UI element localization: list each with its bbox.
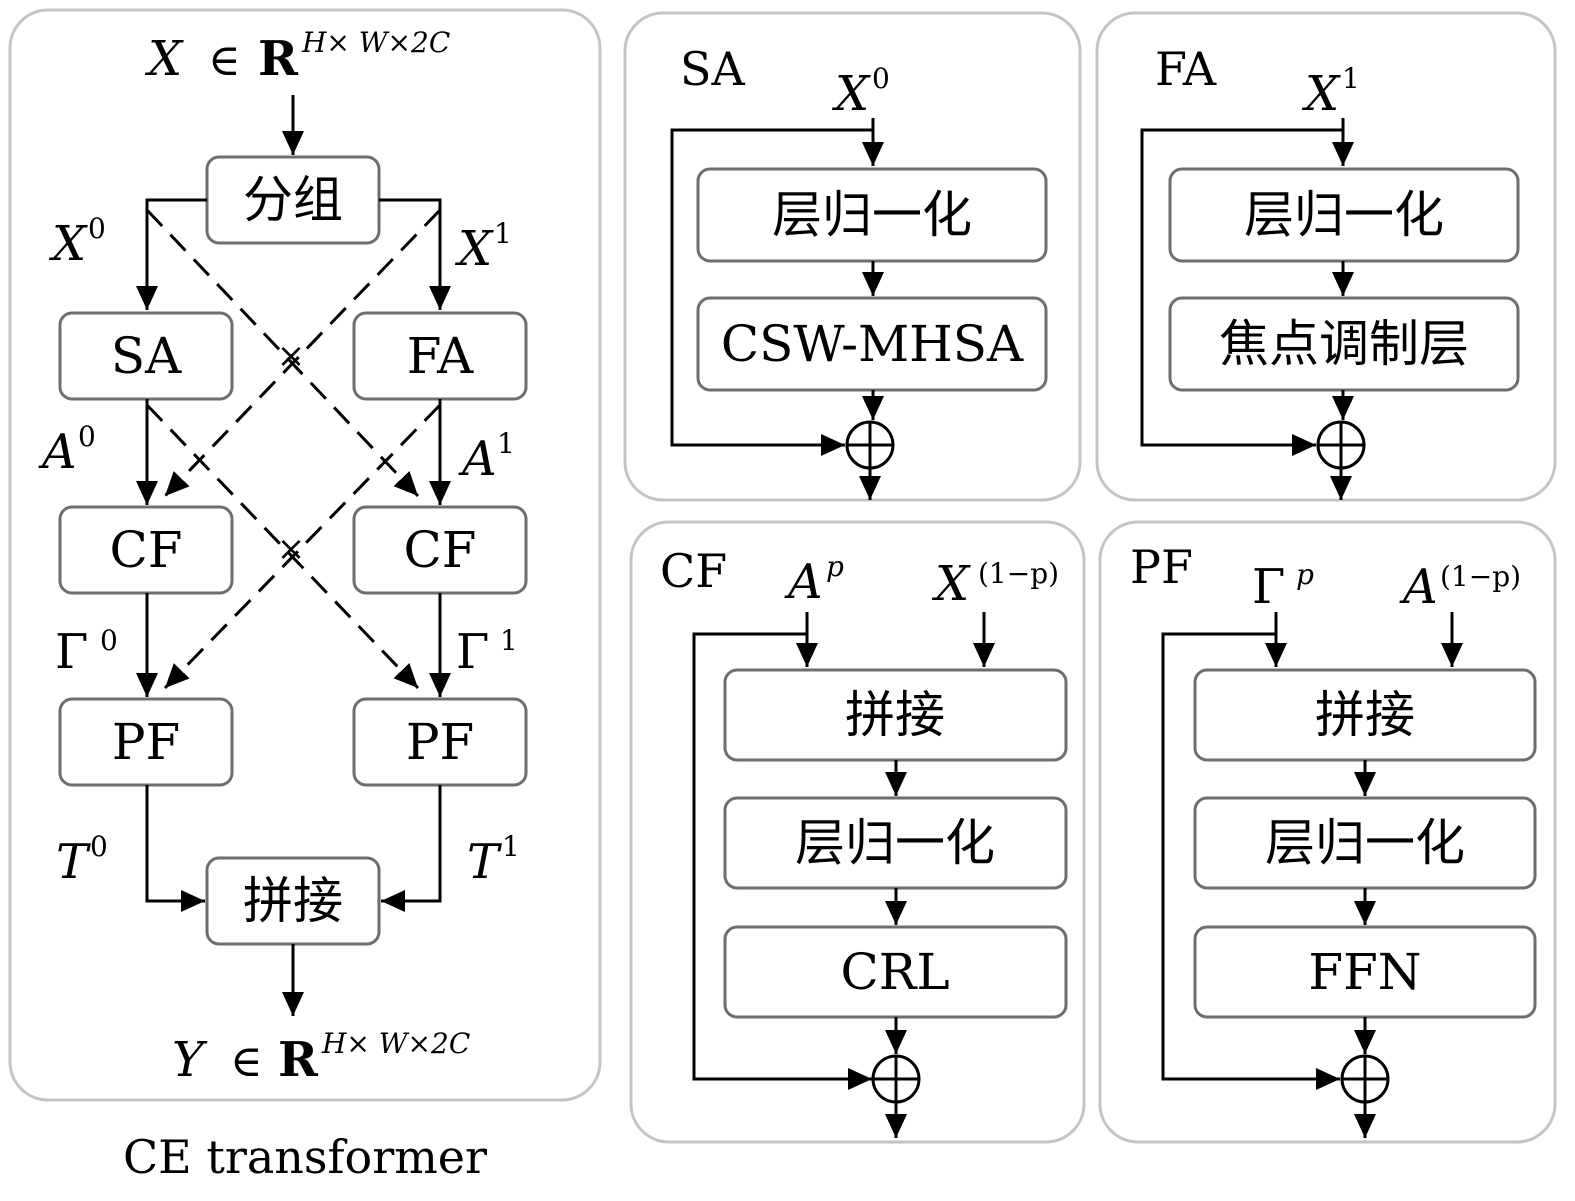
svg-text:X: X [1301,66,1341,122]
output-exp: H× W×2C [321,1027,470,1060]
input-label: X ∈ R H× W×2C [144,26,450,87]
split-arrow-right [379,198,451,310]
cf-concat-label: 拼接 [845,686,945,744]
svg-text:p: p [1296,558,1314,591]
fa-panel-title: FA [1155,42,1217,96]
cf-input-a-label: A p [784,550,844,610]
svg-text:X: X [831,66,871,122]
label-x1: X 1 [454,217,512,277]
svg-text:0: 0 [90,830,108,863]
cf-layernorm-label: 层归一化 [795,814,995,872]
svg-text:Γ: Γ [1252,559,1285,615]
svg-text:X: X [454,221,494,277]
svg-text:(1−p): (1−p) [978,557,1059,590]
pf-residual-path [1161,632,1340,1090]
ce-transformer-frame [8,8,602,1102]
svg-text:Γ: Γ [55,624,88,680]
label-gamma0: Γ 0 [55,624,118,680]
pf-ffn-label: FFN [1308,943,1421,1001]
svg-text:1: 1 [494,217,512,250]
svg-text:T: T [467,834,502,890]
svg-text:X: X [48,216,88,272]
cross-mark-lower: × [277,529,306,569]
fa-add-node [1316,420,1366,470]
svg-text:p: p [826,550,844,583]
svg-text:0: 0 [78,420,96,453]
pf-panel-title: PF [1130,540,1193,594]
sa-residual-path [670,128,873,456]
sa-detail-panel: SA X 0 层归一化 CSW-MHSA [623,11,1082,502]
fa-focal-modulation-label: 焦点调制层 [1219,315,1469,373]
fa-box-label: FA [407,327,474,385]
svg-text:A: A [458,431,497,487]
sa-add-node [845,420,895,470]
svg-text:1: 1 [497,427,515,460]
fa-layernorm-label: 层归一化 [1244,186,1444,244]
output-rel: ∈ [230,1036,263,1087]
fa-detail-panel: FA X 1 层归一化 焦点调制层 [1095,11,1557,502]
sa-input-label: X 0 [831,62,890,122]
svg-text:1: 1 [1342,62,1360,95]
svg-text:(1−p): (1−p) [1440,560,1521,593]
sa-panel-title: SA [680,42,746,96]
input-space: R [258,31,299,87]
cf-detail-panel: CF A p X (1−p) 拼接 层归一化 CRL [629,520,1086,1144]
arrow-pf-right-to-concat [381,785,442,912]
svg-text:0: 0 [872,62,890,95]
fa-residual-path [1140,128,1343,456]
svg-text:Γ: Γ [456,624,489,680]
cf-box-left-label: CF [110,521,183,579]
output-space: R [278,1032,319,1088]
svg-text:A: A [784,554,823,610]
svg-text:A: A [1399,559,1438,615]
cf-panel-title: CF [660,544,727,598]
label-t0: T 0 [56,830,108,890]
label-gamma1: Γ 1 [456,624,518,680]
svg-text:1: 1 [502,830,520,863]
fa-input-label: X 1 [1301,62,1360,122]
pf-box-left-label: PF [112,713,180,771]
pf-layernorm-label: 层归一化 [1265,814,1465,872]
label-a0: A 0 [38,420,96,480]
svg-text:T: T [56,834,91,890]
pf-box-right-label: PF [406,713,474,771]
pf-add-node [1340,1054,1390,1104]
input-rel: ∈ [208,35,241,86]
sa-layernorm-label: 层归一化 [772,186,972,244]
svg-text:1: 1 [500,624,518,657]
group-box-label: 分组 [243,171,343,229]
output-var: Y [172,1032,208,1088]
svg-text:X: X [931,556,971,612]
pf-concat-label: 拼接 [1315,686,1415,744]
svg-text:A: A [38,424,77,480]
cf-add-node [871,1054,921,1104]
split-arrow-left [136,198,207,310]
cf-residual-path [692,632,872,1090]
pf-input-a-label: Γ p [1252,558,1314,615]
label-a1: A 1 [458,427,515,487]
cf-crl-label: CRL [840,943,949,1001]
ce-transformer-caption: CE transformer [123,1130,487,1184]
cf-box-right-label: CF [404,521,477,579]
arrow-pf-left-to-concat [145,785,205,912]
sa-box-label: SA [111,327,182,385]
pf-input-b-label: A (1−p) [1399,559,1521,615]
svg-text:0: 0 [88,212,106,245]
ce-transformer-panel: X ∈ R H× W×2C 分组 X 0 X 1 SA FA [8,8,602,1102]
label-t1: T 1 [467,830,520,890]
input-var: X [144,31,184,87]
sa-mhsa-label: CSW-MHSA [721,315,1024,373]
cf-input-b-label: X (1−p) [931,556,1059,612]
cross-mark-upper: × [277,336,306,376]
svg-text:0: 0 [100,624,118,657]
pf-detail-panel: PF Γ p A (1−p) 拼接 层归一化 FFN [1098,520,1557,1144]
dashed-a0-to-right-pf [145,403,420,690]
label-x0: X 0 [48,212,106,272]
output-label: Y ∈ R H× W×2C [172,1027,470,1088]
concat-box-label: 拼接 [243,872,343,930]
input-exp: H× W×2C [301,26,450,59]
